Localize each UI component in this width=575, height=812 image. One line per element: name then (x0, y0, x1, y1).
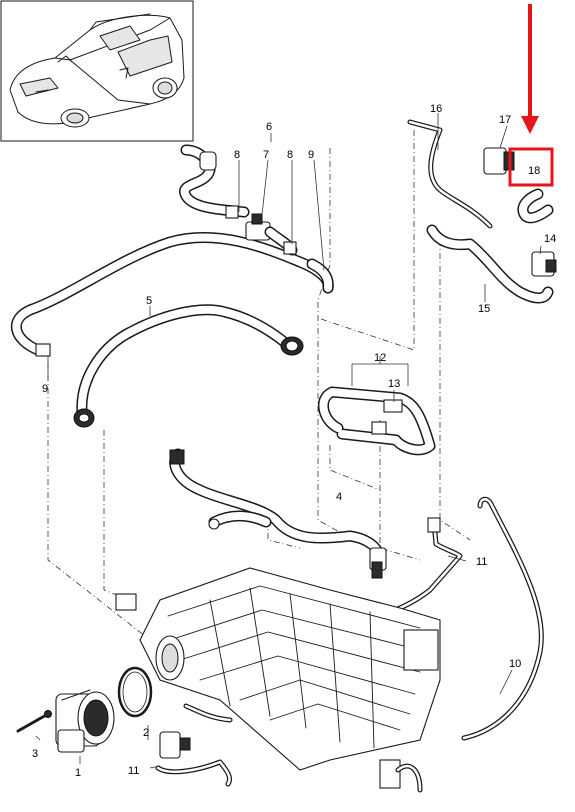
hose-9 (10, 232, 334, 357)
leader-lines (35, 113, 542, 769)
callout-14: 14 (544, 233, 556, 245)
valve-assembly-6-7-8 (179, 144, 298, 256)
callout-labels: 6 7 8 8 9 5 9 16 17 18 14 15 12 13 4 11 … (32, 103, 556, 779)
hose-4 (169, 448, 387, 579)
callout-17: 17 (499, 114, 511, 126)
callout-4: 4 (336, 491, 342, 503)
hose-group-right (407, 119, 557, 304)
callout-11-right: 11 (476, 556, 487, 568)
highlight-box-18 (508, 147, 554, 187)
callout-15: 15 (478, 303, 490, 315)
callout-3: 3 (32, 748, 38, 760)
callout-1: 1 (75, 767, 81, 779)
throttle-body-1 (55, 689, 115, 753)
vehicle-thumbnail (0, 0, 194, 142)
bracket-12-13 (318, 386, 436, 456)
screw-3 (16, 710, 52, 733)
callout-16: 16 (430, 103, 442, 115)
callout-9-left: 9 (42, 383, 48, 395)
callout-10: 10 (509, 658, 521, 670)
callout-9-top: 9 (308, 149, 314, 161)
callout-2: 2 (143, 727, 149, 739)
callout-5: 5 (146, 295, 152, 307)
callout-8-right: 8 (287, 149, 293, 161)
intake-manifold (115, 567, 441, 793)
callout-7: 7 (263, 149, 269, 161)
gasket-2 (117, 666, 153, 718)
callout-8-left: 8 (234, 149, 240, 161)
callout-13: 13 (388, 378, 400, 390)
callout-18: 18 (528, 165, 540, 177)
highlight-arrow-head (521, 116, 539, 134)
hose-5 (73, 304, 304, 428)
callout-11-lower: 11 (128, 765, 139, 777)
callout-6: 6 (266, 121, 272, 133)
assembly-lines (47, 130, 471, 641)
callout-12: 12 (374, 352, 386, 364)
highlight-marker (508, 4, 554, 187)
hose-11-lower (155, 703, 233, 787)
